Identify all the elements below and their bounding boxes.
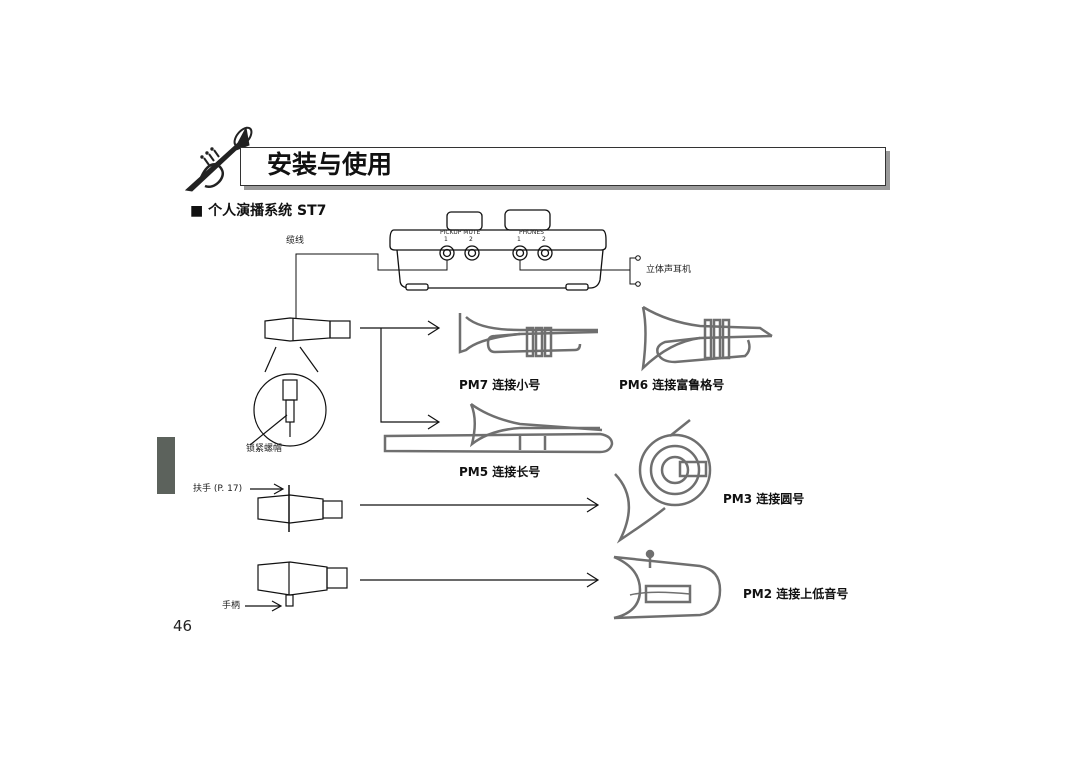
section-title: 个人演播系统 ST7 — [208, 203, 327, 219]
model-name: PM2 — [743, 587, 773, 601]
model-description: 连接小号 — [492, 378, 541, 392]
cable-lines — [295, 253, 641, 318]
port-number: 2 — [469, 236, 473, 243]
pickup-unit-2 — [250, 483, 343, 532]
page-number: 46 — [173, 617, 193, 635]
headphones-label: 立体声耳机 — [646, 265, 692, 275]
model-name: PM7 — [459, 378, 489, 392]
model-name: PM6 — [619, 378, 649, 392]
grip-label: 手柄 — [222, 601, 241, 611]
section-heading: ■ 个人演播系统 ST7 — [190, 204, 326, 218]
model-description: 连接富鲁格号 — [652, 378, 725, 392]
pm6-caption: PM6 连接富鲁格号 — [619, 379, 724, 391]
model-name: PM5 — [459, 465, 489, 479]
trombone-image — [383, 402, 614, 454]
pickup-unit-3 — [245, 561, 348, 612]
trumpet-image — [458, 313, 599, 358]
lock-cap-label: 锁紧螺帽 — [246, 444, 283, 454]
phones-label: PHONES — [519, 229, 544, 236]
st7-device — [389, 209, 607, 291]
port-number: 1 — [444, 236, 448, 243]
trumpet-logo-icon — [184, 126, 253, 192]
pm3-caption: PM3 连接圆号 — [723, 493, 804, 505]
pm7-caption: PM7 连接小号 — [459, 379, 540, 391]
model-description: 连接长号 — [492, 465, 541, 479]
french-horn-image — [614, 419, 712, 544]
pickup-mute-label: PICKUP MUTE — [440, 229, 481, 236]
euphonium-image — [613, 549, 722, 620]
model-description: 连接上低音号 — [776, 587, 849, 601]
title-bar — [240, 147, 886, 186]
pm5-caption: PM5 连接长号 — [459, 466, 540, 478]
model-description: 连接圆号 — [756, 492, 805, 506]
port-number: 1 — [517, 236, 521, 243]
handle-reference-label: 扶手 (P. 17) — [193, 484, 243, 494]
cable-label: 缆线 — [286, 236, 305, 246]
page-title: 安装与使用 — [267, 150, 393, 179]
flugelhorn-image — [641, 305, 773, 372]
pickup-unit-1 — [249, 317, 351, 447]
chapter-side-tab — [157, 437, 175, 494]
section-marker: ■ — [190, 203, 204, 219]
port-number: 2 — [542, 236, 546, 243]
pm2-caption: PM2 连接上低音号 — [743, 588, 848, 600]
model-name: PM3 — [723, 492, 753, 506]
connection-arrows — [360, 320, 600, 588]
